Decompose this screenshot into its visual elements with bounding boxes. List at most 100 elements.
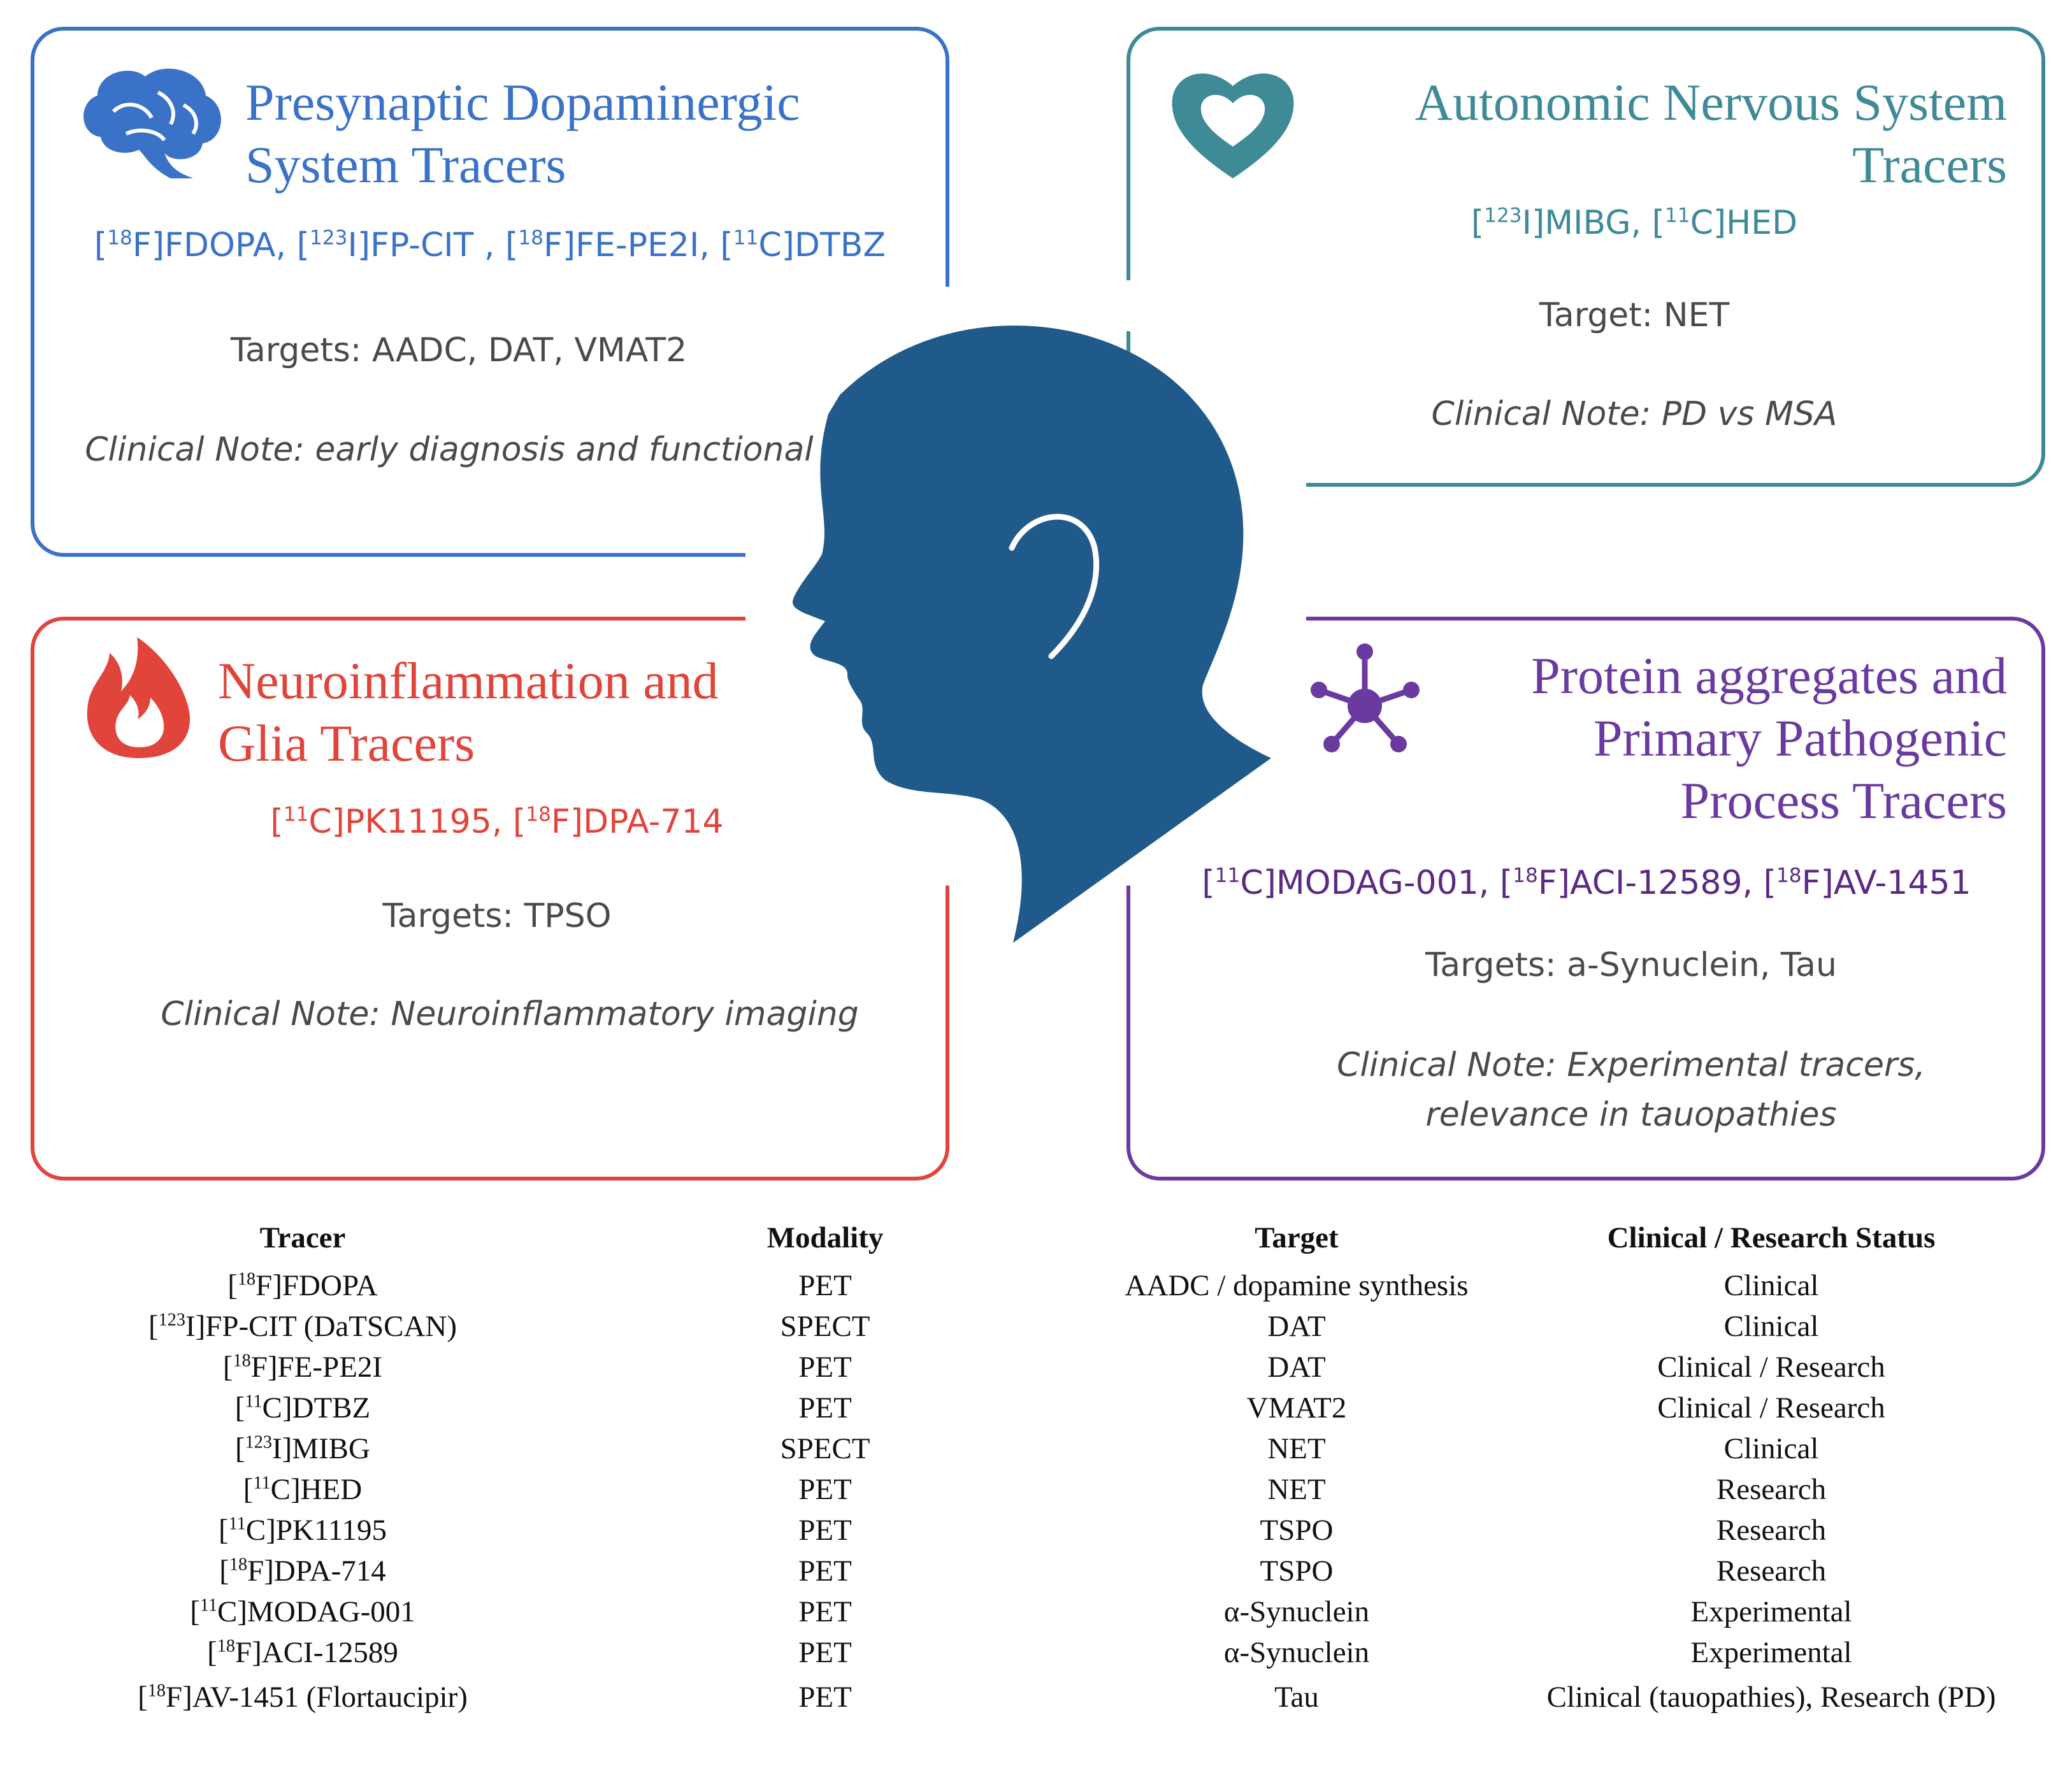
panel-autonomic: [1126, 27, 2045, 487]
tracer-name: F]FDOPA: [255, 1269, 378, 1302]
cell-status: Research: [1716, 1514, 1827, 1547]
panel-protein-targets: Targets: a-Synuclein, Tau: [1425, 946, 1837, 984]
cell-target: α-Synuclein: [1223, 1595, 1370, 1628]
isotope-sup: 11: [1214, 864, 1241, 887]
tracer-name: C]MODAG-001,: [1240, 864, 1500, 902]
cell-status: Experimental: [1690, 1636, 1852, 1669]
tracer-bracket: [: [1651, 204, 1665, 242]
tracer-bracket: [: [512, 803, 526, 841]
tracer-table: Tracer Modality Target Clinical / Resear…: [51, 1210, 2045, 1721]
cell-tracer: [18F]FDOPA: [227, 1269, 378, 1302]
tracer-name: C]PK11195,: [308, 803, 513, 841]
tracer-name: C]MODAG-001: [217, 1595, 415, 1628]
tracer-name: I]MIBG,: [1522, 204, 1652, 242]
tracer-name: F]DPA-714: [550, 803, 724, 841]
tracer-name: F]AV-1451: [1801, 864, 1971, 902]
isotope-sup: 18: [526, 803, 551, 826]
border-gap: [1115, 280, 1306, 331]
title-line: Primary Pathogenic: [1593, 709, 2007, 767]
cell-status: Clinical: [1723, 1269, 1819, 1302]
isotope-sup: 11: [283, 803, 309, 826]
cell-target: TSPO: [1260, 1554, 1334, 1588]
cell-target: NET: [1267, 1473, 1326, 1506]
tracer-name: C]PK11195: [245, 1514, 387, 1547]
cell-status: Clinical: [1723, 1310, 1819, 1343]
panel-autonomic-tracers: [123I]MIBG, [11C]HED: [1338, 204, 1931, 242]
tracer-bracket: [: [1471, 204, 1485, 242]
cell-target: Tau: [1274, 1681, 1319, 1714]
isotope-sup: 18: [229, 1554, 248, 1575]
isotope-sup: 123: [158, 1310, 185, 1330]
panel-neuroinflammation-targets: Targets: TPSO: [382, 897, 612, 935]
panel-autonomic-note: Clinical Note: PD vs MSA: [1431, 395, 1838, 433]
cell-modality: PET: [798, 1636, 852, 1669]
flame-icon: [87, 637, 191, 758]
isotope-sup: 123: [309, 226, 348, 250]
cell-tracer: [123I]MIBG: [235, 1432, 370, 1465]
isotope-sup: 11: [1664, 204, 1690, 227]
isotope-sup: 18: [237, 1269, 256, 1289]
ear-outline: [1009, 513, 1100, 659]
panel-protein-title: Protein aggregates and Primary Pathogeni…: [1370, 645, 2007, 832]
cell-target: α-Synuclein: [1223, 1636, 1370, 1669]
isotope-sup: 11: [199, 1595, 218, 1616]
cell-tracer: [11C]HED: [243, 1473, 363, 1506]
tracer-name: F]DPA-714: [247, 1554, 386, 1588]
panel-presynaptic-targets: Targets: AADC, DAT, VMAT2: [230, 331, 687, 370]
table-header-row: Tracer Modality Target Clinical / Resear…: [51, 1210, 2045, 1265]
cell-tracer: [11C]MODAG-001: [190, 1595, 415, 1628]
panel-neuroinflammation-title: Neuroinflammation and Glia Tracers: [218, 650, 719, 775]
panel-presynaptic-tracers: [18F]FDOPA, [123I]FP-CIT , [18F]FE-PE2I,…: [31, 226, 949, 264]
tracer-name: F]FDOPA,: [132, 226, 297, 264]
isotope-sup: 18: [1513, 864, 1538, 887]
tracer-name: C]DTBZ: [262, 1391, 371, 1425]
isotope-sup: 18: [217, 1636, 235, 1656]
panel-protein: [1126, 617, 2045, 1181]
cell-modality: PET: [798, 1473, 852, 1506]
isotope-sup: 18: [233, 1351, 251, 1371]
cell-target: NET: [1267, 1432, 1326, 1465]
cell-target: DAT: [1267, 1310, 1326, 1343]
cell-tracer: [18F]FE-PE2I: [222, 1351, 383, 1384]
tracer-bracket: [: [94, 226, 108, 264]
tracer-bracket: [: [720, 226, 733, 264]
tracer-name: I]MIBG: [271, 1432, 370, 1465]
cell-modality: PET: [798, 1514, 852, 1547]
isotope-sup: 18: [107, 226, 133, 250]
panel-autonomic-title: Autonomic Nervous System Tracers: [1306, 71, 2007, 196]
table-row: [18F]ACI-12589 PET α-Synuclein Experimental: [51, 1632, 2045, 1673]
molecule-icon: [1311, 643, 1420, 752]
tracer-name: I]FP-CIT (DaTSCAN): [185, 1310, 457, 1343]
cell-tracer: [123I]FP-CIT (DaTSCAN): [148, 1310, 457, 1343]
cell-modality: SPECT: [780, 1432, 870, 1465]
title-line: Autonomic Nervous System: [1414, 73, 2007, 131]
title-line: Glia Tracers: [218, 714, 475, 772]
cell-status: Clinical: [1723, 1432, 1819, 1465]
tracer-bracket: [: [270, 803, 284, 841]
panel-protein-tracers: [11C]MODAG-001, [18F]ACI-12589, [18F]AV-…: [1160, 864, 2013, 902]
title-line: Presynaptic Dopaminergic: [245, 73, 800, 131]
cell-tracer: [18F]ACI-12589: [207, 1636, 398, 1669]
header-tracer: Tracer: [259, 1221, 346, 1254]
title-line: Protein aggregates and: [1531, 647, 2007, 705]
cell-tracer: [11C]PK11195: [219, 1514, 387, 1547]
isotope-sup: 11: [253, 1473, 271, 1493]
panel-protein-note-1: Clinical Note: Experimental tracers,: [1337, 1046, 1925, 1084]
panel-presynaptic-note: Clinical Note: early diagnosis and funct…: [85, 431, 814, 469]
panel-neuroinflammation-note: Clinical Note: Neuroinflammatory imaging: [161, 995, 859, 1033]
tracer-name: F]AV-1451 (Flortaucipir): [165, 1681, 468, 1714]
tracer-bracket: [: [1499, 864, 1513, 902]
tracer-bracket: [: [1202, 864, 1215, 902]
isotope-sup: 11: [245, 1391, 263, 1412]
cell-tracer: [11C]DTBZ: [234, 1391, 371, 1425]
tracer-name: F]ACI-12589: [234, 1636, 398, 1669]
isotope-sup: 11: [733, 226, 759, 250]
header-modality: Modality: [766, 1221, 884, 1254]
head-shape: [793, 325, 1271, 943]
cell-modality: PET: [798, 1391, 852, 1425]
